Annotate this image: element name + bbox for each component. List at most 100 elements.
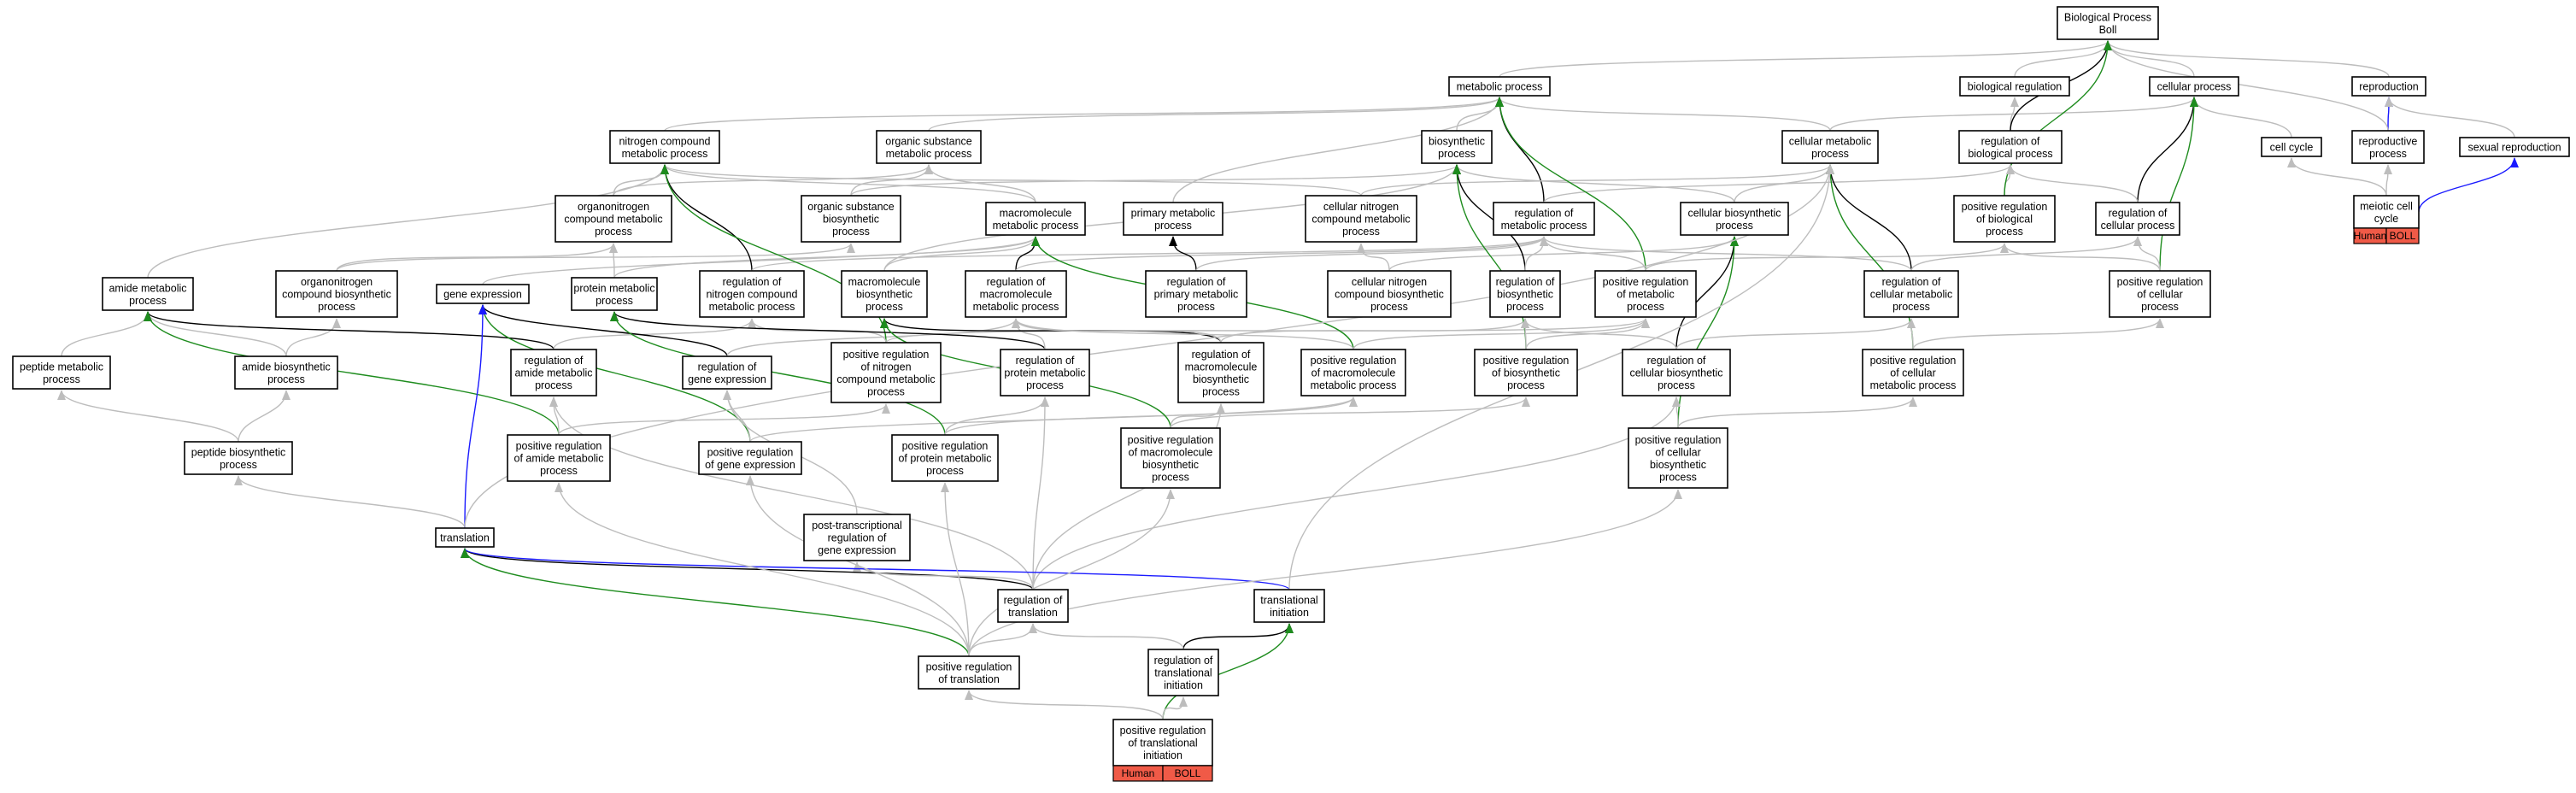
node-label-line: regulation of [987,276,1046,288]
node-label-line: primary metabolic [1154,289,1239,301]
node-sexual[interactable]: sexual reproduction [2459,137,2570,157]
node-label-line: protein metabolic [573,282,654,294]
node-cellcycle[interactable]: cell cycle [2261,137,2322,157]
node-box [102,277,194,311]
edge-is-a-posregprot-to-regprot [944,396,1049,436]
node-label-line: process [595,226,632,238]
edge-positively-regulates-posregtransinit-to-transinit [1162,623,1294,720]
node-label-line: process [220,459,257,471]
node-label-line: peptide metabolic [20,361,103,373]
edge-is-a-regcellmeta-to-regcell [1910,236,2142,272]
node-bioreg[interactable]: biological regulation [1959,76,2070,97]
edge-is-a-macro-to-nitrogen [660,164,1036,203]
node-label-line: of metabolic [1617,289,1674,301]
edge-is-a-biosynthetic-to-metabolic [1456,97,1504,132]
node-box [1622,349,1731,396]
node-label-line: process [926,465,964,477]
node-label-line: compound metabolic [564,214,662,226]
node-label-line: of biosynthetic [1492,367,1560,379]
node-regmacrobio[interactable]: regulation ofmacromoleculebiosyntheticpr… [1177,342,1265,403]
edge-is-a-peptidebio-to-peptidemeta [57,390,239,443]
node-geneexpr[interactable]: gene expression [436,284,530,304]
edge-is-a-nitrogen-to-metabolic [664,97,1504,132]
node-box [1489,270,1561,318]
node-label-line: positive regulation [843,349,930,361]
node-box [2109,270,2211,318]
node-cellular[interactable]: cellular process [2149,76,2239,97]
edge-is-a-posregcell-to-regcell [2133,236,2161,272]
edge-is-a-protmeta-to-macro [613,236,1040,279]
node-reproduction[interactable]: reproduction [2351,76,2426,97]
edge-is-a-posregmacro-to-posregmeta [1353,318,1650,350]
edge-is-a-cellnitro-to-cellmeta [1360,164,1834,197]
node-label-line: nitrogen compound [706,289,797,301]
node-label-line: gene expression [443,289,522,301]
edge-is-a-cellnitro-to-nitrogen [660,164,1362,197]
node-label-line: metabolic process [622,148,708,160]
edge-part-of-transinit-to-translation [461,548,1290,590]
node-label-line: nitrogen compound [619,135,710,147]
node-metabolic[interactable]: metabolic process [1448,76,1551,97]
edge-is-a-organonitrobio-to-organonitro [336,243,618,272]
node-label-line: translation [440,532,490,544]
node-box [1327,270,1452,318]
node-box [1123,202,1223,236]
edge-is-a-reproductive-to-bp [2104,40,2389,132]
edge-regulates-regcell-to-cellular [2137,97,2198,203]
node-translation[interactable]: translation [435,527,495,548]
edge-part-of-translation-to-geneexpr [464,304,487,529]
